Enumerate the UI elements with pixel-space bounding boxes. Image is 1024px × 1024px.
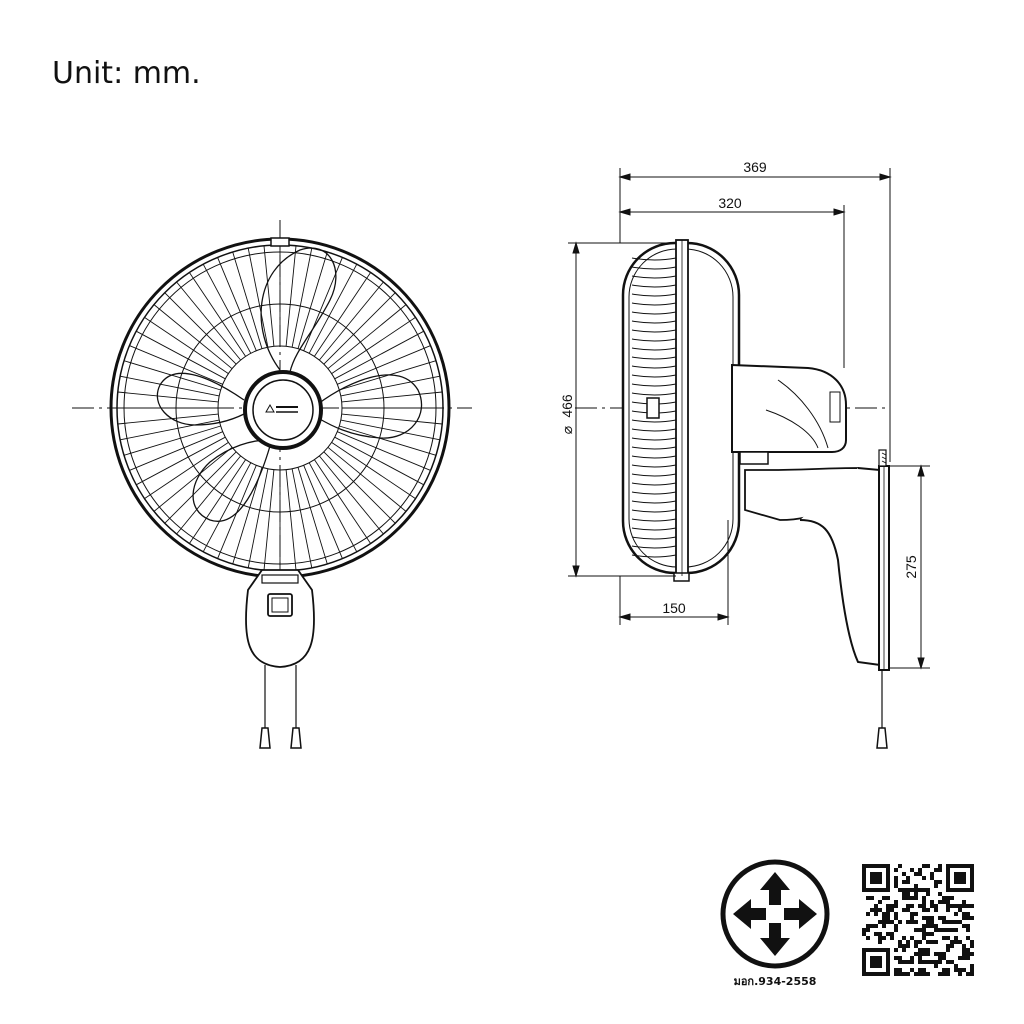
dim-diameter-symbol: ⌀ bbox=[559, 426, 575, 434]
brand-logo-icon bbox=[265, 403, 298, 413]
side-view bbox=[575, 239, 890, 749]
dim-diameter: 466 bbox=[559, 394, 575, 418]
tis-certification-mark-icon bbox=[720, 859, 830, 969]
dim-guard-depth: 150 bbox=[662, 600, 686, 616]
front-view bbox=[72, 220, 472, 749]
qr-code-icon bbox=[862, 864, 974, 976]
dim-overall-depth: 369 bbox=[743, 159, 767, 175]
dim-body-depth: 320 bbox=[718, 195, 742, 211]
unit-label: Unit: mm. bbox=[52, 56, 201, 91]
dim-bracket-height: 275 bbox=[903, 555, 919, 579]
standard-number-label: มอก.934-2558 bbox=[734, 975, 817, 988]
dimension-lines bbox=[568, 168, 930, 670]
